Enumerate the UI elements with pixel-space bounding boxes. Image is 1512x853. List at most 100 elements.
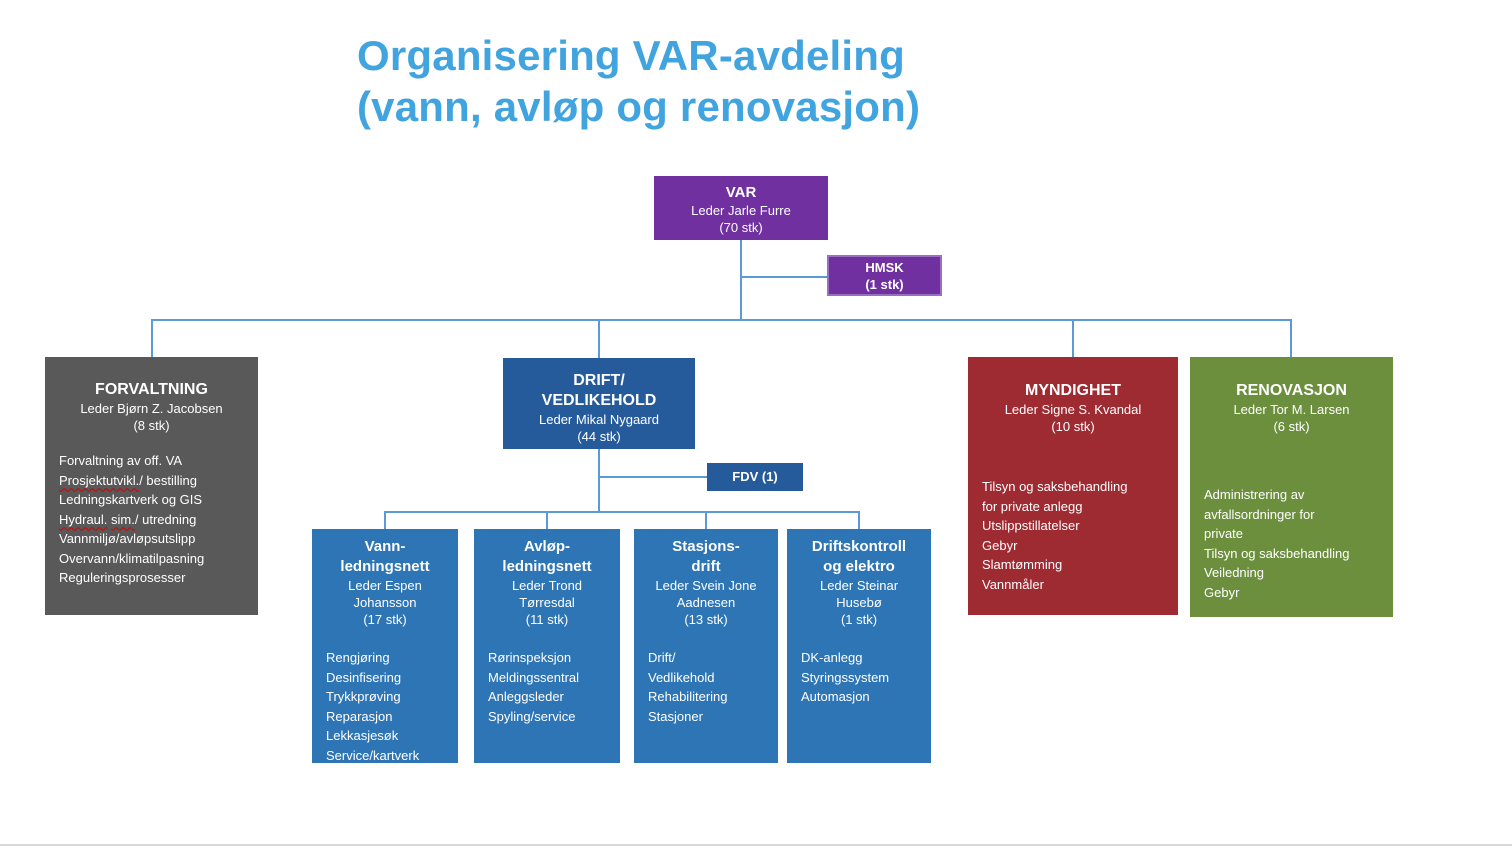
task-line: Anleggsleder bbox=[488, 689, 564, 704]
org-box-leader: Leder Mikal Nygaard bbox=[539, 412, 659, 427]
task-line: Prosjektutvikl./ bestilling bbox=[59, 472, 198, 488]
org-box-count: (44 stk) bbox=[577, 429, 621, 444]
task-line: Reguleringsprosesser bbox=[59, 570, 186, 585]
org-box-title: DRIFT/ VEDLIKEHOLD bbox=[541, 372, 657, 409]
org-box-forvaltning: FORVALTNING Leder Bjørn Z. Jacobsen (8 s… bbox=[45, 357, 258, 615]
page-title: Organisering VAR-avdeling (vann, avløp o… bbox=[357, 32, 921, 130]
org-box-leader: Leder Signe S. Kvandal bbox=[1004, 402, 1142, 417]
task-line: Desinfisering bbox=[326, 669, 402, 685]
task-line: Vedlikehold bbox=[648, 669, 715, 685]
connector-line bbox=[384, 511, 860, 513]
org-box-count: (11 stk) bbox=[525, 612, 569, 627]
org-box-count: (13 stk) bbox=[684, 612, 728, 627]
task-line: Gebyr bbox=[982, 537, 1018, 553]
task-line: Meldingssentral bbox=[488, 669, 580, 685]
task-line: Stasjoner bbox=[648, 708, 703, 724]
connector-line bbox=[740, 240, 742, 320]
connector-line bbox=[598, 449, 600, 513]
task-line: Reparasjon bbox=[326, 708, 393, 724]
task-list: Administrering av avfallsordninger for pri… bbox=[1190, 485, 1393, 602]
task-line: Vannmåler bbox=[982, 576, 1044, 592]
connector-line bbox=[1290, 319, 1292, 357]
org-box-leader: Leder Espen Johansson bbox=[348, 578, 422, 610]
task-line: avfallsordninger for bbox=[1204, 506, 1315, 522]
task-line: DK-anlegg bbox=[801, 650, 863, 665]
task-list: Forvaltning av off. VA Prosjektutvikl./ b… bbox=[45, 451, 258, 588]
org-box-renovasjon: RENOVASJON Leder Tor M. Larsen (6 stk) A… bbox=[1190, 357, 1393, 617]
org-box-title: FDV (1) bbox=[732, 469, 778, 484]
connector-line bbox=[546, 511, 548, 529]
org-box-title: Vann- ledningsnett bbox=[340, 538, 430, 575]
org-box-leader: Leder Bjørn Z. Jacobsen bbox=[80, 401, 223, 416]
org-box-title: RENOVASJON bbox=[1236, 382, 1347, 399]
org-box-title: Driftskontroll og elektro bbox=[811, 538, 907, 575]
org-box-drift-vedlikehold: DRIFT/ VEDLIKEHOLD Leder Mikal Nygaard (… bbox=[503, 358, 695, 449]
org-box-var: VAR Leder Jarle Furre (70 stk) bbox=[654, 176, 828, 240]
task-line: Styringssystem bbox=[801, 669, 890, 685]
org-box-vannledningsnett: Vann- ledningsnett Leder Espen Johansson… bbox=[312, 529, 458, 763]
task-line: Trykkprøving bbox=[326, 689, 401, 704]
task-line: private bbox=[1204, 526, 1244, 541]
org-box-count: (1 stk) bbox=[865, 277, 904, 292]
connector-line bbox=[598, 476, 707, 478]
connector-line bbox=[1072, 319, 1074, 357]
task-line: Forvaltning av off. VA bbox=[59, 453, 183, 468]
org-box-avlopledningsnett: Avløp- ledningsnett Leder Trond Tørresda… bbox=[474, 529, 620, 763]
task-line: Drift/ bbox=[648, 650, 676, 665]
org-box-leader: Leder Svein Jone Aadnesen bbox=[655, 578, 757, 610]
task-line: Spyling/service bbox=[488, 708, 576, 724]
connector-line bbox=[598, 319, 600, 358]
connector-line bbox=[151, 319, 153, 357]
org-box-title: HMSK bbox=[865, 260, 904, 275]
task-line: Hydraul. sim./ utredning bbox=[59, 511, 197, 527]
org-box-title: FORVALTNING bbox=[95, 381, 208, 398]
task-line: Ledningskartverk og GIS bbox=[59, 492, 203, 507]
task-line: Administrering av bbox=[1204, 487, 1305, 502]
org-box-driftskontroll-elektro: Driftskontroll og elektro Leder Steinar … bbox=[787, 529, 931, 763]
task-line: Overvann/klimatilpasning bbox=[59, 550, 205, 566]
task-line: Rehabilitering bbox=[648, 689, 728, 704]
task-line: Rørinspeksjon bbox=[488, 650, 572, 665]
org-box-title: VAR bbox=[725, 184, 757, 201]
task-line: Utslippstillatelser bbox=[982, 518, 1080, 533]
connector-line bbox=[740, 276, 827, 278]
task-line: Tilsyn og saksbehandling bbox=[982, 479, 1128, 494]
task-line: Vannmiljø/avløpsutslipp bbox=[59, 531, 196, 546]
org-box-count: (10 stk) bbox=[1051, 419, 1095, 434]
org-box-hmsk: HMSK (1 stk) bbox=[827, 255, 942, 296]
task-line: Lekkasjesøk bbox=[326, 728, 399, 743]
connector-line bbox=[705, 511, 707, 529]
org-box-count: (1 stk) bbox=[840, 612, 878, 627]
org-box-stasjonsdrift: Stasjons- drift Leder Svein Jone Aadnese… bbox=[634, 529, 778, 763]
org-box-myndighet: MYNDIGHET Leder Signe S. Kvandal (10 stk… bbox=[968, 357, 1178, 615]
org-box-title: Stasjons- drift bbox=[672, 538, 740, 575]
org-box-leader: Leder Steinar Husebø bbox=[819, 578, 899, 610]
task-list: Tilsyn og saksbehandling for private anle… bbox=[968, 477, 1178, 594]
task-line: Slamtømming bbox=[982, 557, 1063, 572]
task-line: Rengjøring bbox=[326, 650, 390, 665]
org-box-count: (70 stk) bbox=[719, 220, 763, 235]
org-box-leader: Leder Jarle Furre bbox=[691, 203, 791, 218]
org-box-count: (6 stk) bbox=[1273, 419, 1310, 434]
task-line: Automasjon bbox=[801, 689, 870, 704]
org-box-leader: Leder Trond Tørresdal bbox=[511, 578, 583, 610]
org-box-title: MYNDIGHET bbox=[1025, 382, 1121, 399]
task-line: Gebyr bbox=[1204, 584, 1240, 600]
org-box-fdv: FDV (1) bbox=[707, 463, 803, 491]
task-line: Service/kartverk bbox=[326, 747, 420, 763]
org-box-leader: Leder Tor M. Larsen bbox=[1233, 402, 1350, 417]
task-line: Tilsyn og saksbehandling bbox=[1204, 545, 1350, 561]
org-box-title: Avløp- ledningsnett bbox=[502, 538, 592, 575]
task-line: Veiledning bbox=[1204, 565, 1264, 580]
slide-bottom-divider bbox=[0, 844, 1512, 846]
org-box-count: (17 stk) bbox=[363, 612, 407, 627]
connector-line bbox=[384, 511, 386, 529]
connector-line bbox=[151, 319, 1292, 321]
task-line: for private anlegg bbox=[982, 498, 1083, 514]
connector-line bbox=[858, 511, 860, 529]
